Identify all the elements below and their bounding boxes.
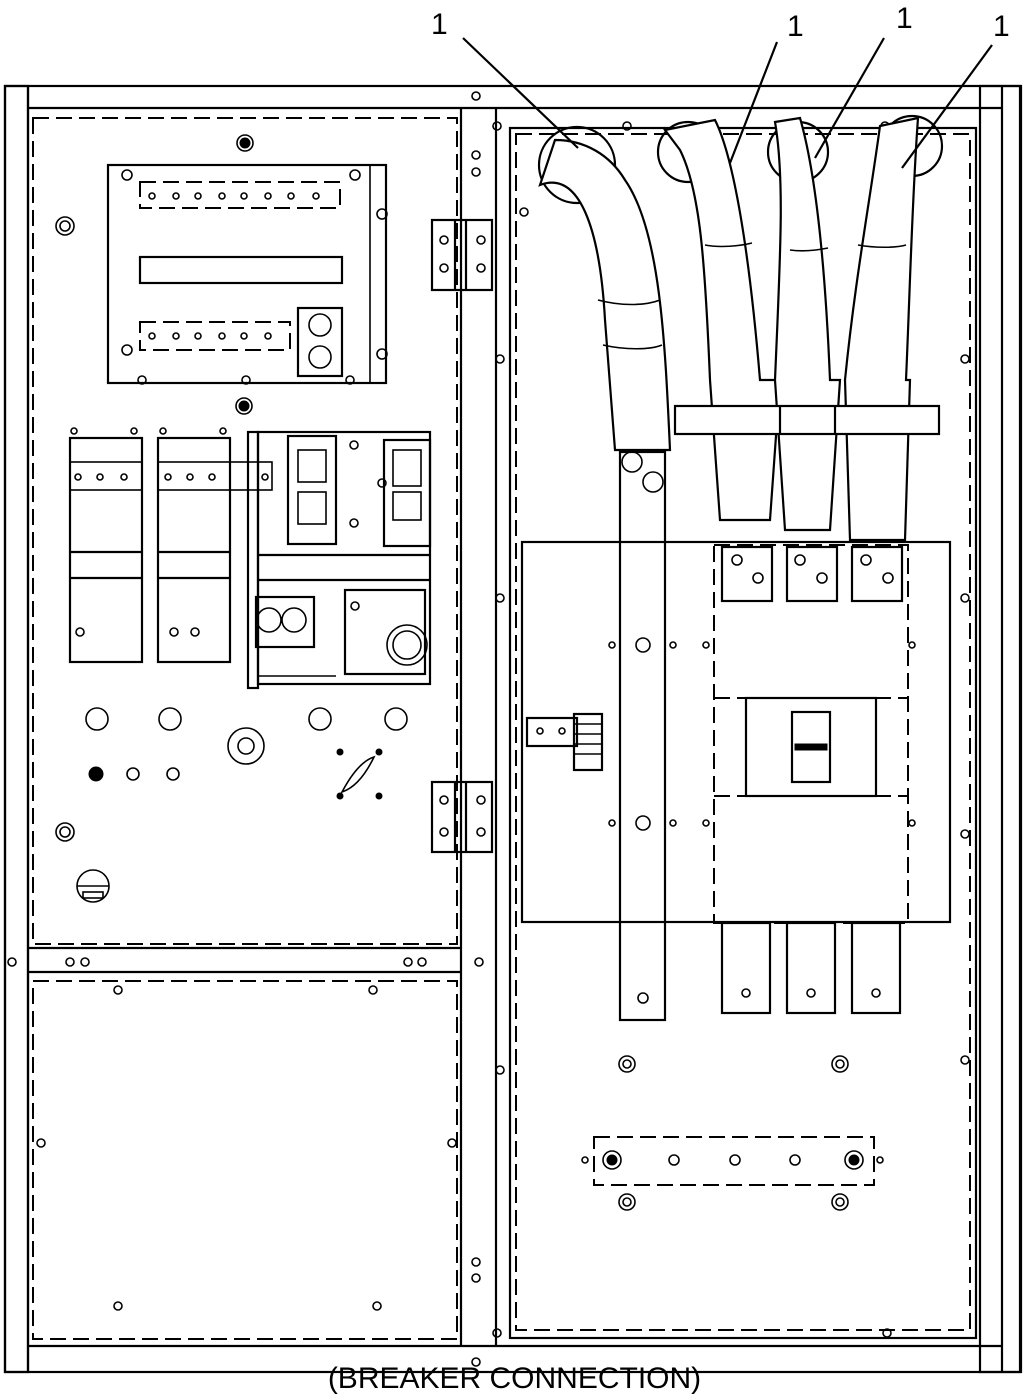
controller-module bbox=[106, 163, 388, 415]
connector-block bbox=[254, 430, 432, 686]
cabinet-frame bbox=[3, 84, 1023, 1374]
relay-modules bbox=[68, 427, 273, 690]
left-lower-panel bbox=[7, 957, 484, 1340]
left-upper-panel bbox=[28, 117, 461, 974]
callout-label-2: 1 bbox=[787, 10, 804, 43]
control-buttons bbox=[76, 707, 408, 903]
circuit-breaker bbox=[713, 544, 909, 1015]
ground-bus-bar bbox=[618, 450, 667, 1022]
figure-caption: (BREAKER CONNECTION) bbox=[327, 1362, 702, 1395]
cable-clamp-bar bbox=[673, 404, 941, 436]
door-hinges bbox=[430, 218, 494, 854]
callout-label-4: 1 bbox=[993, 10, 1010, 43]
callout-leaders bbox=[462, 37, 993, 169]
callout-label-3: 1 bbox=[896, 2, 913, 35]
callout-label-1: 1 bbox=[431, 8, 448, 41]
power-cables bbox=[538, 116, 920, 542]
neutral-bus-bar bbox=[581, 1055, 884, 1211]
